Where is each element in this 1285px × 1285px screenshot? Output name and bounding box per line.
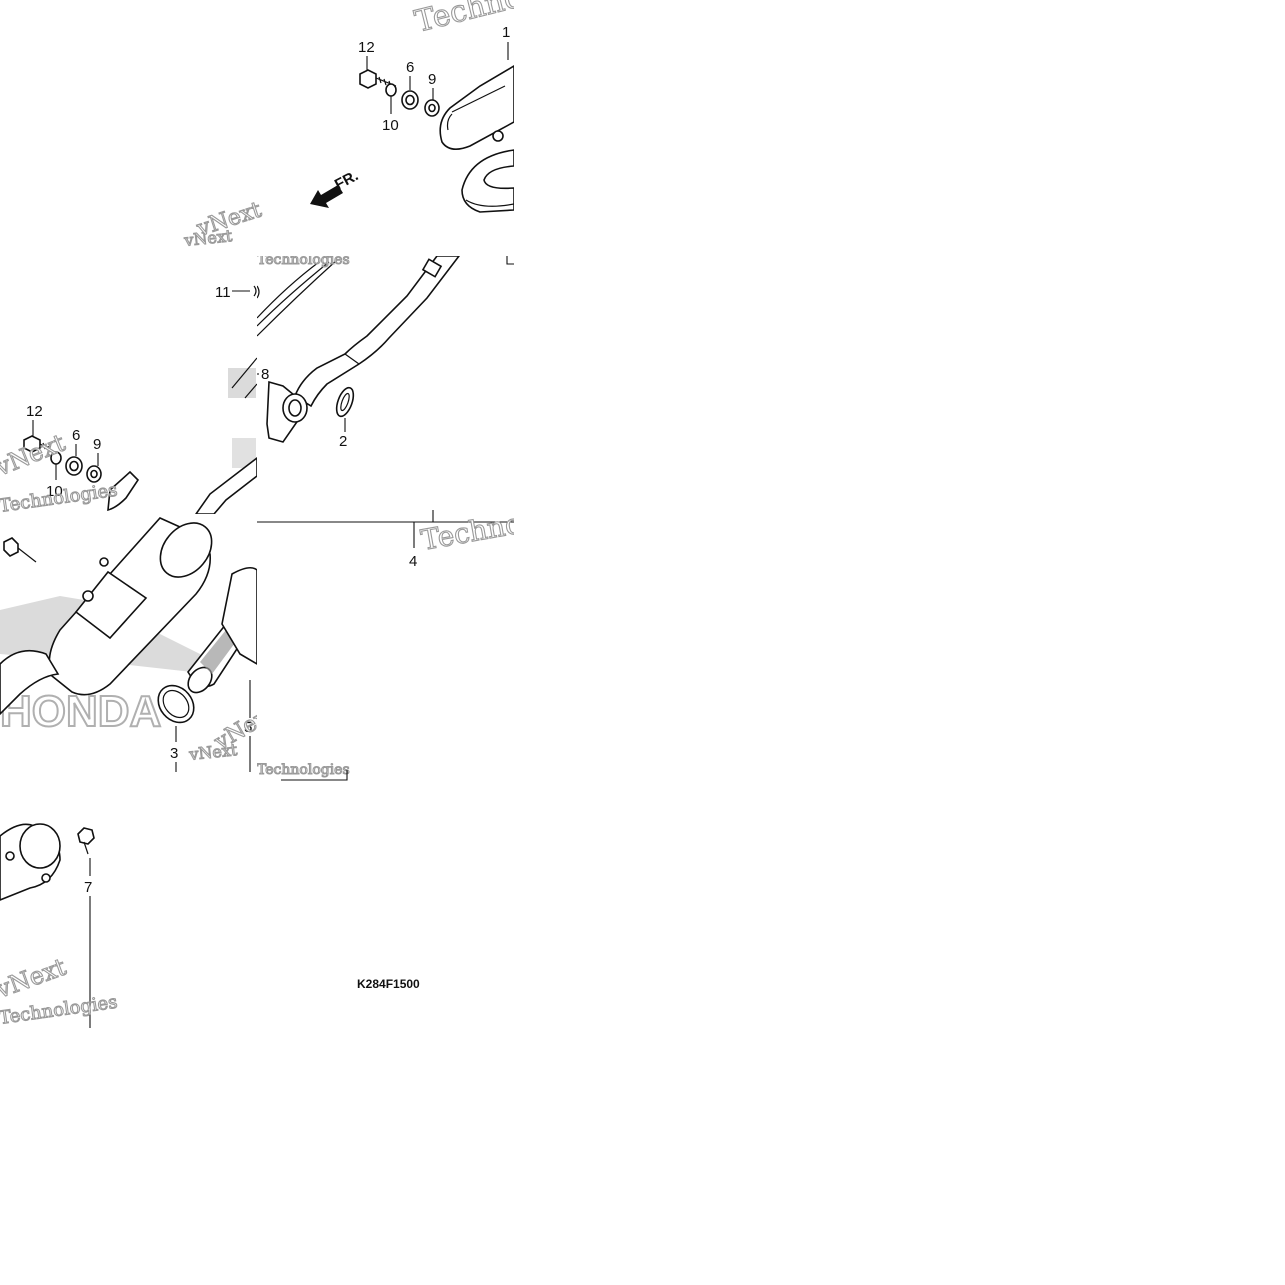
gasket-3	[157, 684, 195, 724]
collar-9-lower	[86, 465, 102, 483]
diagram-tile-code: 4 Techno Technologies K284F1500	[257, 514, 514, 1028]
diagram-tile-muffler: HONDA 5	[0, 514, 257, 772]
callout-11: 11	[215, 284, 231, 301]
callout-6-lower: 6	[72, 427, 80, 444]
callout-10-lower: 10	[46, 483, 63, 500]
tail-pipe-cover	[0, 823, 61, 901]
callout-1: 1	[502, 24, 510, 41]
callout-4: 4	[409, 553, 417, 570]
exhaust-flange-8	[266, 380, 308, 443]
diagram-tile-left: 11 12 10 6	[0, 258, 257, 514]
shading-pattern	[228, 368, 256, 468]
callout-12-lower: 12	[26, 403, 43, 420]
callout-12-top: 12	[358, 39, 375, 56]
callout-9-lower: 9	[93, 436, 101, 453]
callout-2: 2	[339, 433, 347, 450]
collar-9-top	[424, 99, 440, 117]
callout-8: 8	[261, 366, 269, 383]
grommet-6-lower	[65, 456, 83, 476]
watermark-fragment: Techno	[411, 0, 514, 40]
grommet-6-top	[401, 90, 419, 110]
callout-9-top: 9	[428, 71, 436, 88]
callout-10-top: 10	[382, 117, 399, 134]
exhaust-header-pipe	[439, 65, 514, 213]
figure-code: K284F1500	[357, 977, 420, 991]
gasket-2	[335, 386, 355, 418]
watermark-text: vNext	[0, 953, 70, 1004]
callout-3: 3	[170, 745, 178, 762]
muffler	[0, 517, 213, 716]
bolt-7	[77, 827, 95, 855]
diagram-tile-middle: 8 2 Technologies	[257, 256, 514, 514]
spark-arrester-screen-5	[187, 566, 257, 694]
diagram-tile-top: Techno 1 12 10	[0, 0, 514, 258]
diagram-tile-bottom-left: 7 vNext Technologies	[0, 772, 257, 1028]
front-direction-arrow: FR.	[310, 167, 361, 208]
bolt-12-top	[359, 69, 397, 89]
callout-5: 5	[244, 719, 252, 736]
washer-10-top	[385, 83, 397, 97]
watermark-text: Technologies	[257, 762, 350, 778]
watermark-text: Technologies	[257, 256, 350, 268]
callout-7: 7	[84, 879, 92, 896]
exhaust-header-pipe-lower	[257, 256, 461, 408]
muffler-mount-bolt	[3, 537, 37, 563]
callout-6-top: 6	[406, 59, 414, 76]
